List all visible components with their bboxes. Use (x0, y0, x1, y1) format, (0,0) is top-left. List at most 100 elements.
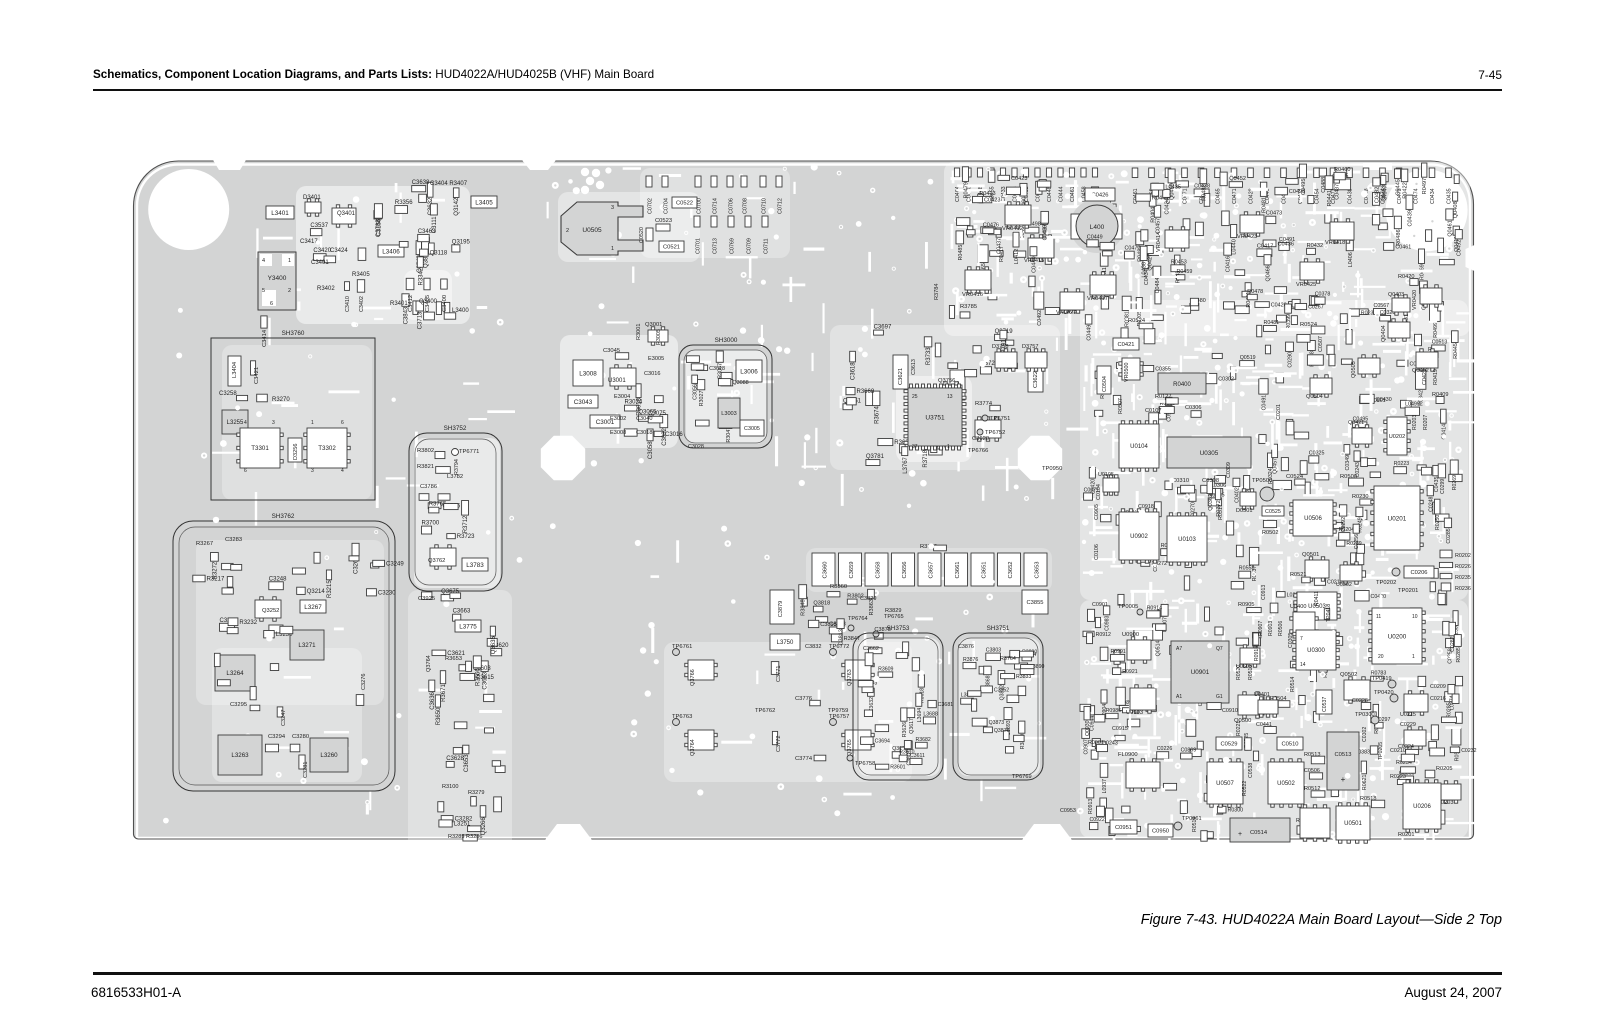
svg-text:R0422: R0422 (1403, 182, 1409, 198)
svg-text:U0103: U0103 (1178, 537, 1196, 543)
svg-text:TP0500: TP0500 (1252, 478, 1272, 484)
svg-text:C0107: C0107 (1145, 408, 1161, 414)
svg-text:C0951: C0951 (1115, 825, 1132, 831)
svg-text:C3660: C3660 (823, 561, 829, 578)
svg-text:C3925: C3925 (418, 596, 435, 602)
svg-text:Y3400: Y3400 (268, 275, 287, 282)
svg-text:Q3873: Q3873 (989, 720, 1005, 726)
svg-text:C3603: C3603 (473, 666, 491, 672)
svg-text:C0437: C0437 (997, 238, 1003, 254)
svg-text:R0519: R0519 (1192, 817, 1198, 832)
svg-text:R0513: R0513 (1304, 752, 1320, 758)
svg-text:C0444: C0444 (1059, 186, 1065, 202)
svg-text:C3813: C3813 (839, 629, 845, 645)
svg-text:R0904: R0904 (1102, 704, 1108, 719)
svg-text:C3249: C3249 (386, 561, 404, 567)
svg-text:L3750: L3750 (777, 640, 794, 646)
svg-text:C3843: C3843 (403, 306, 409, 324)
svg-text:C0537: C0537 (1322, 697, 1328, 712)
svg-text:U0902: U0902 (1130, 534, 1148, 540)
svg-text:R3601: R3601 (890, 765, 905, 771)
svg-text:C3283: C3283 (225, 537, 242, 543)
svg-text:Q3822: Q3822 (1000, 685, 1006, 701)
svg-text:R0521: R0521 (1290, 572, 1306, 578)
svg-text:C3771: C3771 (776, 666, 782, 682)
svg-text:C3855: C3855 (1026, 600, 1043, 606)
svg-text:C3663: C3663 (483, 671, 489, 689)
svg-text:Q3001: Q3001 (645, 322, 662, 328)
svg-text:D3256: D3256 (293, 444, 299, 460)
svg-text:C0523: C0523 (655, 218, 672, 224)
svg-text:R0289: R0289 (1346, 541, 1361, 547)
svg-text:TP6751: TP6751 (990, 416, 1010, 422)
svg-text:R3718: R3718 (923, 449, 929, 467)
svg-text:L0440: L0440 (1232, 239, 1238, 255)
svg-text:C3404 R3407: C3404 R3407 (430, 181, 468, 187)
svg-text:R0203: R0203 (1412, 415, 1418, 430)
svg-text:U0901: U0901 (1191, 669, 1210, 676)
svg-text:6: 6 (341, 420, 344, 426)
svg-text:R0409: R0409 (1432, 392, 1448, 398)
svg-text:Q3266: Q3266 (481, 817, 487, 836)
svg-text:C0471: C0471 (1232, 188, 1238, 204)
svg-text:C0440: C0440 (1265, 188, 1271, 204)
svg-text:C3651: C3651 (982, 561, 988, 578)
svg-text:T3302: T3302 (318, 445, 336, 452)
svg-text:C0420: C0420 (1090, 479, 1096, 495)
svg-text:C0953: C0953 (1060, 808, 1076, 814)
svg-text:R3794: R3794 (454, 459, 460, 475)
svg-text:L0412: L0412 (1014, 249, 1020, 265)
svg-text:R0440: R0440 (1152, 196, 1168, 202)
svg-text:Q0404: Q0404 (1381, 325, 1387, 342)
svg-text:C3663: C3663 (453, 609, 471, 615)
svg-text:U0201: U0201 (1388, 515, 1407, 522)
svg-text:C0423: C0423 (1061, 309, 1077, 315)
svg-text:1: 1 (311, 420, 314, 426)
svg-text:R3860: R3860 (830, 584, 847, 590)
svg-text:TP0202: TP0202 (1376, 580, 1396, 586)
svg-text:Q3756: Q3756 (938, 378, 955, 384)
svg-text:C0438: C0438 (1348, 188, 1354, 204)
svg-text:C0711: C0711 (764, 239, 770, 254)
svg-text:C3028: C3028 (688, 444, 704, 450)
svg-text:R3342: R3342 (418, 267, 424, 285)
svg-text:C0226: C0226 (1352, 698, 1368, 704)
svg-text:R3285 R3286: R3285 R3286 (448, 834, 483, 840)
svg-text:L3688: L3688 (923, 712, 938, 718)
svg-text:C3772: C3772 (776, 736, 782, 752)
svg-text:L3775: L3775 (459, 623, 477, 630)
svg-text:U0507: U0507 (1216, 781, 1234, 787)
svg-text:R3712: R3712 (463, 515, 469, 533)
svg-text:C0438: C0438 (1194, 184, 1210, 190)
svg-text:C0402: C0402 (1234, 487, 1240, 503)
svg-text:C0567: C0567 (1374, 303, 1390, 309)
svg-text:C0476: C0476 (983, 222, 999, 228)
svg-text:Q0500: Q0500 (1234, 718, 1251, 724)
svg-text:R0506: R0506 (1278, 621, 1284, 636)
svg-text:C0464: C0464 (955, 186, 961, 202)
svg-text:R0399: R0399 (1286, 314, 1292, 330)
svg-text:R0498: R0498 (1025, 222, 1041, 228)
svg-text:L3400: L3400 (452, 308, 469, 314)
svg-text:U0300: U0300 (1307, 648, 1325, 654)
svg-text:R0524: R0524 (1300, 322, 1318, 328)
svg-text:C3420: C3420 (313, 248, 331, 254)
svg-text:C0371: C0371 (1084, 487, 1100, 493)
svg-text:R3005: R3005 (656, 329, 662, 345)
svg-text:C0454: C0454 (1315, 188, 1321, 204)
svg-text:VR0415: VR0415 (1024, 258, 1044, 264)
svg-text:VR0412: VR0412 (1002, 226, 1023, 232)
svg-text:C0702: C0702 (648, 198, 654, 214)
svg-text:G1: G1 (1216, 694, 1223, 700)
svg-text:C0292: C0292 (1341, 517, 1347, 532)
svg-text:SH3751: SH3751 (987, 625, 1010, 632)
svg-text:R3405: R3405 (352, 272, 370, 278)
svg-text:C3258: C3258 (219, 391, 237, 397)
svg-text:Q3764: Q3764 (690, 739, 696, 756)
svg-text:TP6763: TP6763 (672, 714, 692, 720)
svg-text:E3008: E3008 (610, 430, 626, 436)
svg-text:Q0519: Q0519 (1240, 355, 1256, 361)
svg-text:Q3635: Q3635 (491, 636, 497, 655)
svg-text:C3611: C3611 (910, 753, 925, 759)
svg-text:Q3762: Q3762 (428, 558, 445, 564)
